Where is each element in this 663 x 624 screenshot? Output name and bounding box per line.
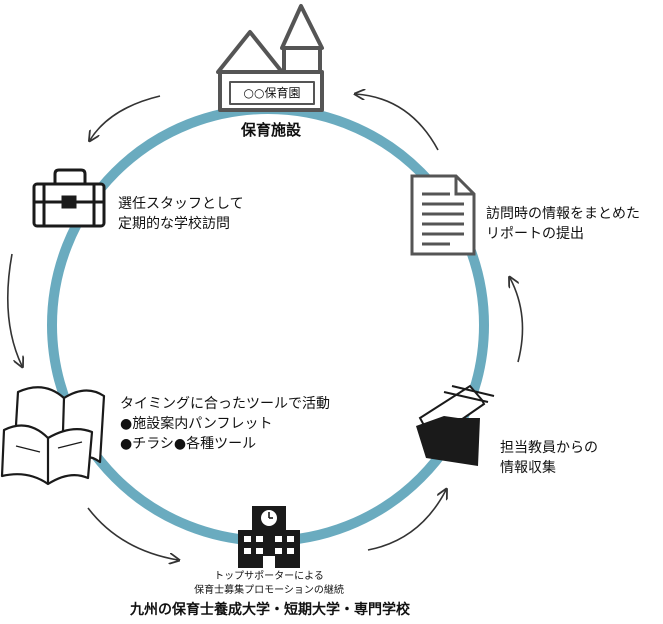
school-building-icon xyxy=(238,506,300,568)
briefcase-icon xyxy=(32,168,106,228)
report-line-1: 訪問時の情報をまとめた xyxy=(486,206,640,222)
arrow-school-to-teacher xyxy=(367,490,446,551)
arrow-nursery-to-visit xyxy=(90,95,161,140)
nursery-sign: ○○保育園 xyxy=(243,86,301,100)
teacher-label: 担当教員からの 情報収集 xyxy=(500,438,598,478)
school-subtext: トップサポーターによる 保育士募集プロモーションの継続 xyxy=(184,570,354,598)
school-label: 九州の保育士養成大学・短期大学・専門学校 xyxy=(130,602,410,618)
document-icon xyxy=(410,174,476,256)
tools-line-3: ●チラシ●各種ツール xyxy=(120,436,257,452)
house-icon xyxy=(216,4,324,112)
tools-line-2: ●施設案内パンフレット xyxy=(120,416,273,432)
visit-line-1: 選任スタッフとして xyxy=(118,196,244,212)
report-line-2: リポートの提出 xyxy=(486,226,584,242)
visit-label: 選任スタッフとして 定期的な学校訪問 xyxy=(118,194,244,234)
arrow-report-to-nursery xyxy=(356,94,439,151)
arrow-tools-to-school xyxy=(87,507,178,560)
school-subline-2: 保育士募集プロモーションの継続 xyxy=(194,585,344,596)
folder-icon xyxy=(416,384,495,466)
tools-line-1: タイミングに合ったツールで活動 xyxy=(120,396,330,412)
arrow-teacher-to-report xyxy=(510,278,524,363)
cycle-ring xyxy=(47,104,489,546)
arrow-visit-to-tools xyxy=(6,253,22,366)
tools-label: タイミングに合ったツールで活動 ●施設案内パンフレット ●チラシ●各種ツール xyxy=(120,394,330,454)
school-subline-1: トップサポーターによる xyxy=(214,571,324,582)
teacher-line-1: 担当教員からの xyxy=(500,440,598,456)
open-book-icon xyxy=(0,386,106,486)
report-label: 訪問時の情報をまとめた リポートの提出 xyxy=(486,204,640,244)
teacher-line-2: 情報収集 xyxy=(500,460,556,476)
visit-line-2: 定期的な学校訪問 xyxy=(118,216,230,232)
nursery-label: 保育施設 xyxy=(240,121,301,139)
